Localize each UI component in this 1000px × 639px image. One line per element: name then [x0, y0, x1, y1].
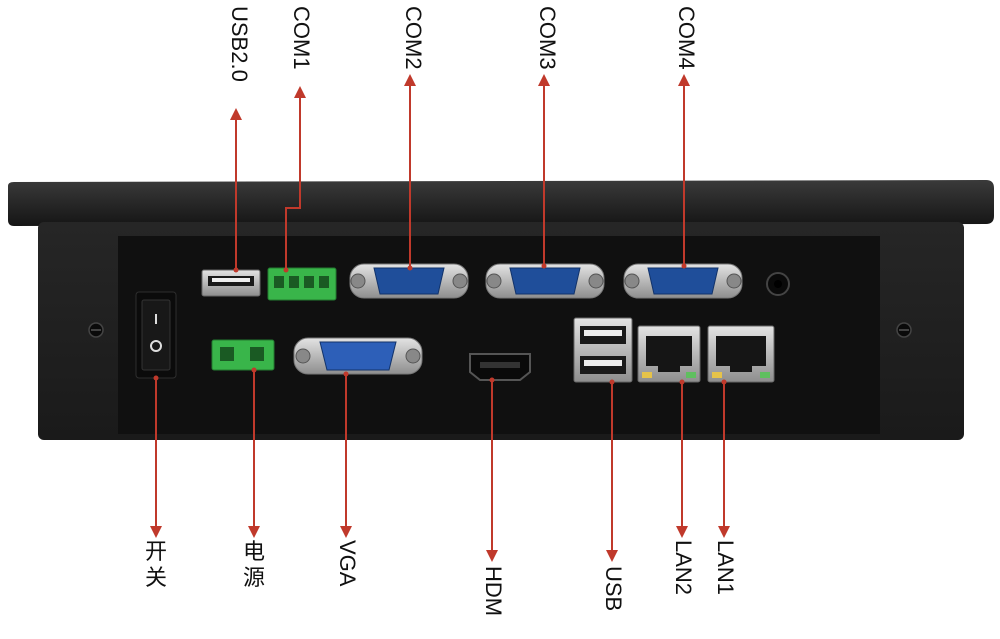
label-usb: USB	[601, 566, 626, 612]
mounting-screw-right	[896, 322, 912, 338]
audio-jack	[766, 272, 790, 296]
label-com3: COM3	[535, 6, 560, 70]
mounting-screw-left	[88, 322, 104, 338]
lan2-port	[637, 325, 701, 383]
com2-db9	[349, 263, 469, 299]
label-lan2: LAN2	[671, 540, 696, 596]
callout-arrows-bottom	[150, 370, 730, 562]
power-switch	[135, 291, 177, 379]
hdmi-port	[469, 353, 531, 381]
label-com4: COM4	[674, 6, 699, 70]
label-power-input: 电 源	[241, 540, 267, 592]
com4-db9	[623, 263, 743, 299]
usb20-port	[201, 269, 261, 297]
dual-usb-port	[573, 317, 633, 383]
label-power-switch: 开 关	[143, 540, 169, 592]
front-bezel	[8, 180, 994, 226]
label-com2: COM2	[401, 6, 426, 70]
label-com1: COM1	[289, 6, 314, 70]
label-power-input-char-2: 源	[242, 566, 265, 591]
label-usb20: USB2.0	[227, 6, 252, 82]
arrow-com1	[285, 86, 306, 270]
callout-dots	[153, 263, 727, 385]
lan1-port	[707, 325, 775, 383]
vga-port	[293, 337, 423, 375]
power-input-terminal	[211, 339, 275, 371]
label-power-switch-char-2: 关	[144, 566, 167, 591]
com1-terminal-block	[267, 267, 337, 301]
callout-arrows-top	[230, 74, 690, 270]
label-lan1: LAN1	[713, 540, 738, 596]
label-hdmi: HDM	[481, 566, 506, 617]
com3-db9	[485, 263, 605, 299]
label-power-switch-char-1: 开	[144, 540, 167, 565]
label-power-input-char-1: 电	[242, 540, 265, 565]
label-vga: VGA	[335, 540, 360, 587]
